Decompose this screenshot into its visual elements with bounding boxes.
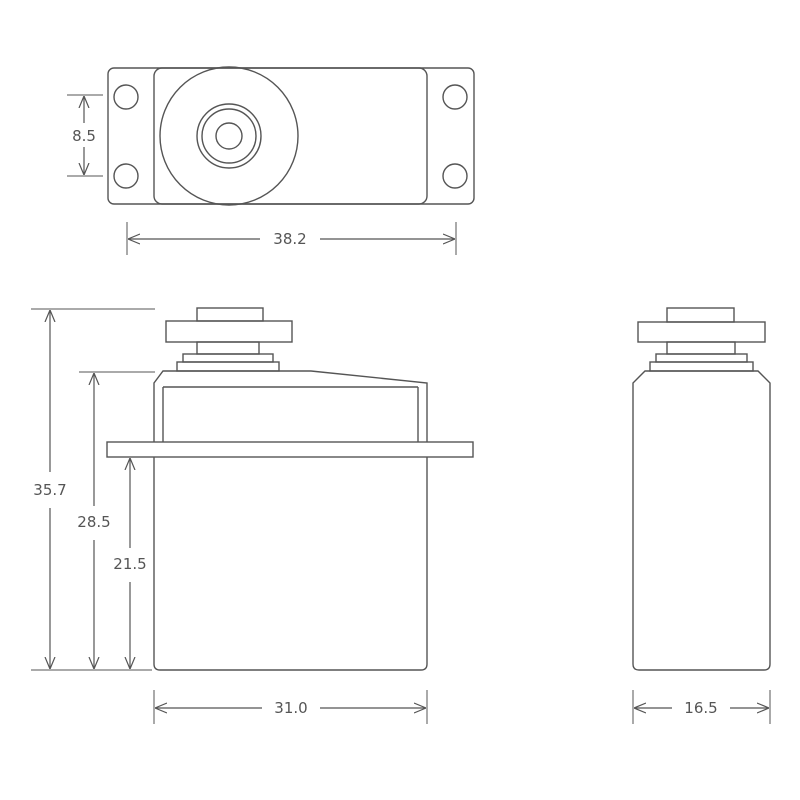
front-view-output-horn xyxy=(165,320,293,343)
dimension-total-height: 35.7 xyxy=(31,308,155,671)
top-view-flange-outline xyxy=(107,67,475,205)
dimension-front-width-label: 31.0 xyxy=(274,699,307,717)
top-view xyxy=(107,66,475,206)
output-gear-ring xyxy=(196,103,262,169)
dimension-total-height-label: 35.7 xyxy=(33,481,66,499)
dimension-front-width: 31.0 xyxy=(153,690,428,724)
output-gear-ring-inner xyxy=(201,108,257,164)
front-view-mounting-flange xyxy=(106,441,474,458)
dimension-top-width-label: 38.2 xyxy=(273,230,306,248)
side-view-gear-neck xyxy=(655,353,748,363)
dimension-shoulder-height: 28.5 xyxy=(77,371,155,669)
mount-hole-bottom-left xyxy=(113,163,139,189)
dimension-top-width: 38.2 xyxy=(126,222,457,255)
mount-hole-top-left xyxy=(113,84,139,110)
dimension-flange-height: 21.5 xyxy=(113,458,147,669)
dimension-top-height: 8.5 xyxy=(67,94,103,177)
front-view-gear-neck xyxy=(182,353,274,363)
output-gear-outer xyxy=(159,66,299,206)
dimension-shoulder-height-label: 28.5 xyxy=(77,513,110,531)
side-view xyxy=(632,307,771,671)
side-view-body-outline xyxy=(632,370,771,671)
front-view-top-case xyxy=(153,370,428,442)
output-shaft xyxy=(215,122,243,150)
side-view-gear-shaft xyxy=(666,341,736,355)
front-view-body-outline xyxy=(153,457,428,671)
side-view-output-horn xyxy=(637,321,766,343)
dimension-top-height-label: 8.5 xyxy=(72,127,96,145)
front-view-output-top xyxy=(196,307,264,322)
front-view xyxy=(106,307,474,671)
dimension-flange-height-label: 21.5 xyxy=(113,555,146,573)
mount-hole-top-right xyxy=(442,84,468,110)
dimension-side-width-label: 16.5 xyxy=(684,699,717,717)
side-view-gear-base xyxy=(649,361,754,372)
front-view-gear-shaft xyxy=(196,341,260,355)
dimension-side-width: 16.5 xyxy=(632,690,771,724)
front-view-gear-base xyxy=(176,361,280,372)
top-view-body-outline xyxy=(153,67,428,205)
mount-hole-bottom-right xyxy=(442,163,468,189)
side-view-output-top xyxy=(666,307,735,323)
